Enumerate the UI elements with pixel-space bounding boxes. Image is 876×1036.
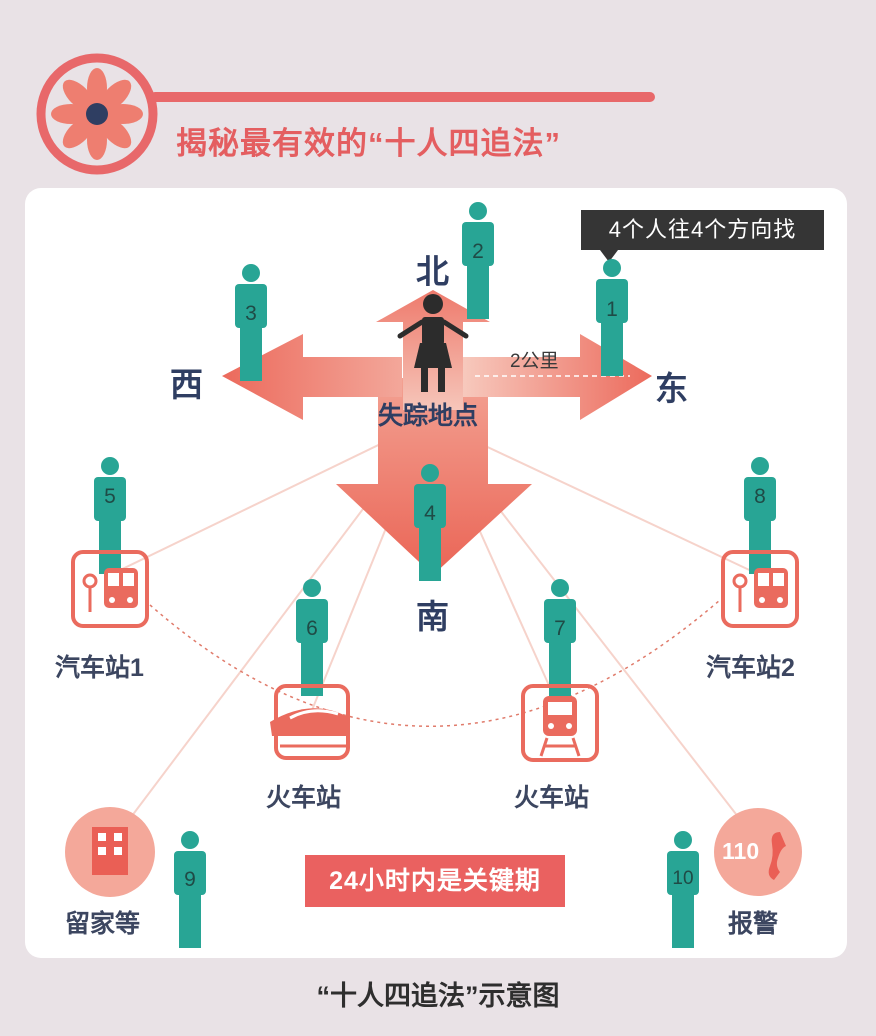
building-icon [65,807,155,897]
report-police-label: 报警 [728,910,779,938]
north-label: 北 [416,253,449,290]
bus-stop-icon [721,550,799,628]
east-label: 东 [655,370,688,407]
police-number: 110 [722,838,760,864]
bus-stop-icon [71,550,149,628]
page-title: 揭秘最有效的“十人四追法” [176,126,561,161]
bus-station-1-label: 汽车站1 [55,654,144,682]
searcher-number: 10 [672,868,694,889]
searcher-number: 2 [472,240,484,263]
stay-home-label: 留家等 [65,910,141,938]
header-rule [150,92,655,102]
missing-child-figure [397,294,469,392]
high-speed-train-icon [270,684,350,760]
searcher-number: 3 [245,302,257,325]
critical-period-banner: 24小时内是关键期 [305,855,565,907]
missing-point-label: 失踪地点 [378,402,479,430]
west-arrow [222,334,402,420]
searcher-number: 8 [754,485,766,508]
callout-pointer [600,250,618,262]
searcher-number: 9 [184,868,196,891]
train-icon [521,684,599,762]
flower-badge-icon [36,53,158,175]
diagram-caption: “十人四追法”示意图 [316,981,560,1011]
south-label: 南 [416,598,449,635]
searcher-number: 7 [554,617,566,640]
searcher-number: 1 [606,298,618,321]
west-label: 西 [170,366,203,403]
train-station-1-label: 火车站 [266,784,342,812]
searcher-5-figure [94,457,126,574]
searcher-number: 4 [424,502,436,525]
searcher-number: 6 [306,617,318,640]
searcher-number: 5 [104,485,116,508]
train-station-2-label: 火车站 [514,784,590,812]
station-route-arc [149,599,721,727]
phone-icon [714,808,802,896]
searcher-8-figure [744,457,776,574]
bus-station-2-label: 汽车站2 [706,654,795,682]
callout-label: 4个人往4个方向找 [581,210,824,250]
distance-label: 2公里 [510,351,559,372]
